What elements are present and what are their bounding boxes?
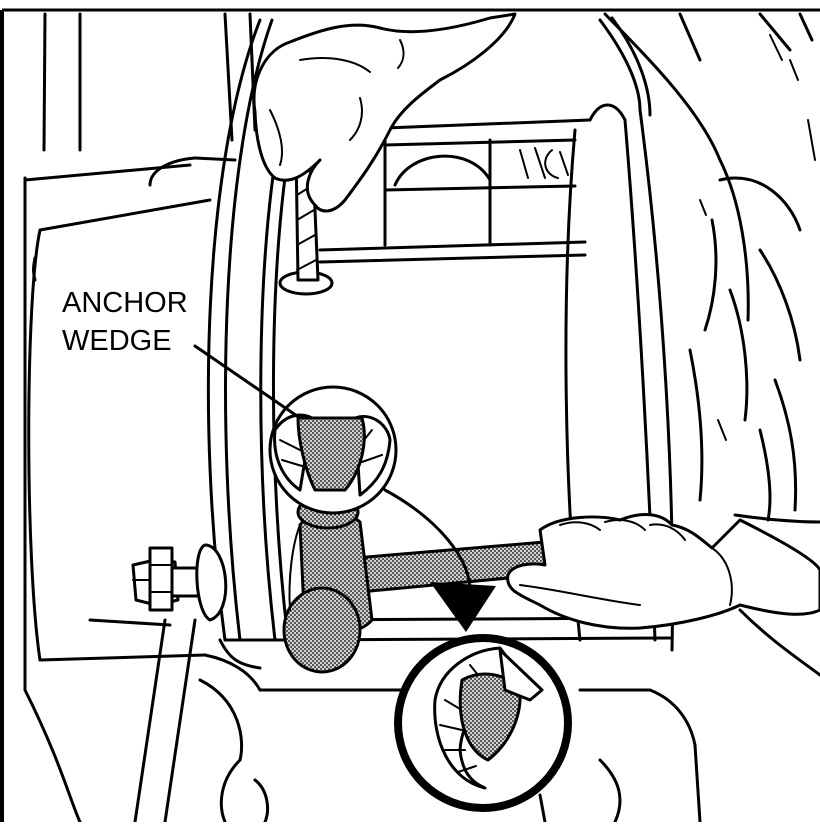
callout-leader (195, 346, 300, 418)
detail-circle-after (398, 638, 568, 808)
label-line-wedge: WEDGE (62, 325, 172, 357)
frame-posts (44, 14, 255, 150)
detail-circle-before (270, 387, 396, 513)
lower-gloved-hand (508, 515, 820, 675)
axle-bolt (133, 545, 226, 620)
anchor-wedge-label: ANCHOR WEDGE (62, 287, 188, 357)
label-line-anchor: ANCHOR (62, 287, 188, 319)
winch-base (25, 620, 700, 822)
